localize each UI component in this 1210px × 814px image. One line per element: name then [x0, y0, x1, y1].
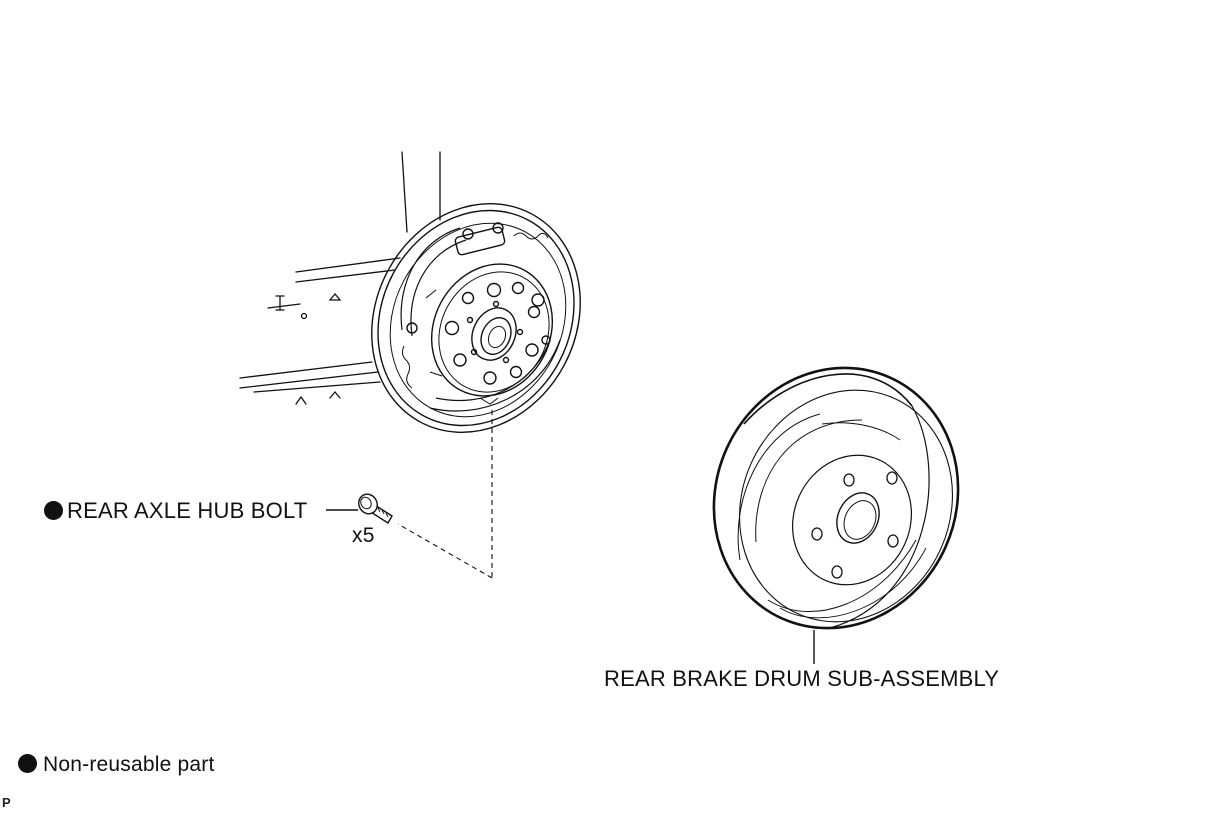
legend-dot-icon: [18, 754, 37, 773]
hub-bolt-icon: [358, 493, 393, 524]
figure-reference-code: P: [2, 795, 11, 810]
install-path-dashed: [397, 410, 493, 579]
suspension-structure: [239, 151, 441, 405]
brake-drum-callout: REAR BRAKE DRUM SUB-ASSEMBLY: [604, 666, 1000, 691]
brake-drum: [712, 366, 960, 630]
brake-assembly: [371, 203, 581, 433]
non-reusable-dot-icon: [44, 501, 63, 520]
legend-text: Non-reusable part: [43, 753, 215, 776]
hub-bolt-text: REAR AXLE HUB BOLT: [67, 498, 308, 523]
hub-bolt-quantity: x5: [352, 524, 375, 547]
legend-non-reusable: Non-reusable part: [18, 752, 215, 778]
hub-bolt-callout: REAR AXLE HUB BOLT: [44, 498, 307, 524]
